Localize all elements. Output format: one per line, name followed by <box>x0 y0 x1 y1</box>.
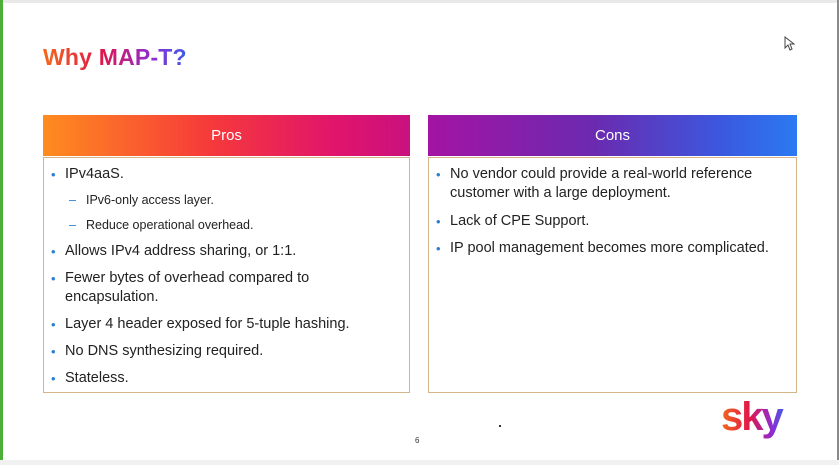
mouse-pointer-icon <box>784 36 795 51</box>
page-number: 6 <box>415 436 420 445</box>
bullet-dot-icon: • <box>436 241 441 256</box>
bullet-dot-icon: • <box>51 344 56 359</box>
bullet-dot-icon: • <box>51 271 56 286</box>
sky-logo: sky <box>721 396 786 439</box>
window-right-border <box>837 0 839 465</box>
bullet-dot-icon: • <box>51 167 56 182</box>
bullet-dot-icon: • <box>51 317 56 332</box>
sub-list-item: – IPv6-only access layer. <box>69 193 214 207</box>
cons-header: Cons <box>428 115 797 156</box>
window-top-border <box>0 0 839 3</box>
dash-icon: – <box>69 193 76 207</box>
window-left-border <box>0 0 3 465</box>
cons-list: • No vendor could provide a real-world r… <box>428 157 797 393</box>
dash-icon: – <box>69 218 76 232</box>
list-item: • Lack of CPE Support. <box>436 213 590 229</box>
window-bottom-border <box>0 460 839 465</box>
list-item: • Layer 4 header exposed for 5-tuple has… <box>51 316 350 332</box>
sub-list-item: – Reduce operational overhead. <box>69 218 254 232</box>
pros-header: Pros <box>43 115 410 156</box>
bullet-dot-icon: • <box>436 167 441 182</box>
bullet-dot-icon: • <box>436 214 441 229</box>
list-item: • No vendor could provide a real-world r… <box>436 166 753 201</box>
pros-list: • IPv4aaS. – IPv6-only access layer. – R… <box>43 157 410 393</box>
list-item: • Fewer bytes of overhead compared to en… <box>51 270 310 305</box>
list-item: • IPv4aaS. <box>51 166 124 182</box>
list-item: • Stateless. <box>51 370 129 386</box>
sky-logo-text: sky <box>721 396 784 439</box>
bullet-dot-icon: • <box>51 244 56 259</box>
cons-heading: Cons <box>594 127 631 144</box>
list-item: • IP pool management becomes more compli… <box>436 240 769 256</box>
pros-heading: Pros <box>211 127 242 144</box>
list-item: • No DNS synthesizing required. <box>51 343 264 359</box>
cursor-dot <box>499 425 501 427</box>
bullet-dot-icon: • <box>51 371 56 386</box>
slide-title: Why MAP-T? <box>43 44 187 70</box>
list-item: • Allows IPv4 address sharing, or 1:1. <box>51 243 297 259</box>
